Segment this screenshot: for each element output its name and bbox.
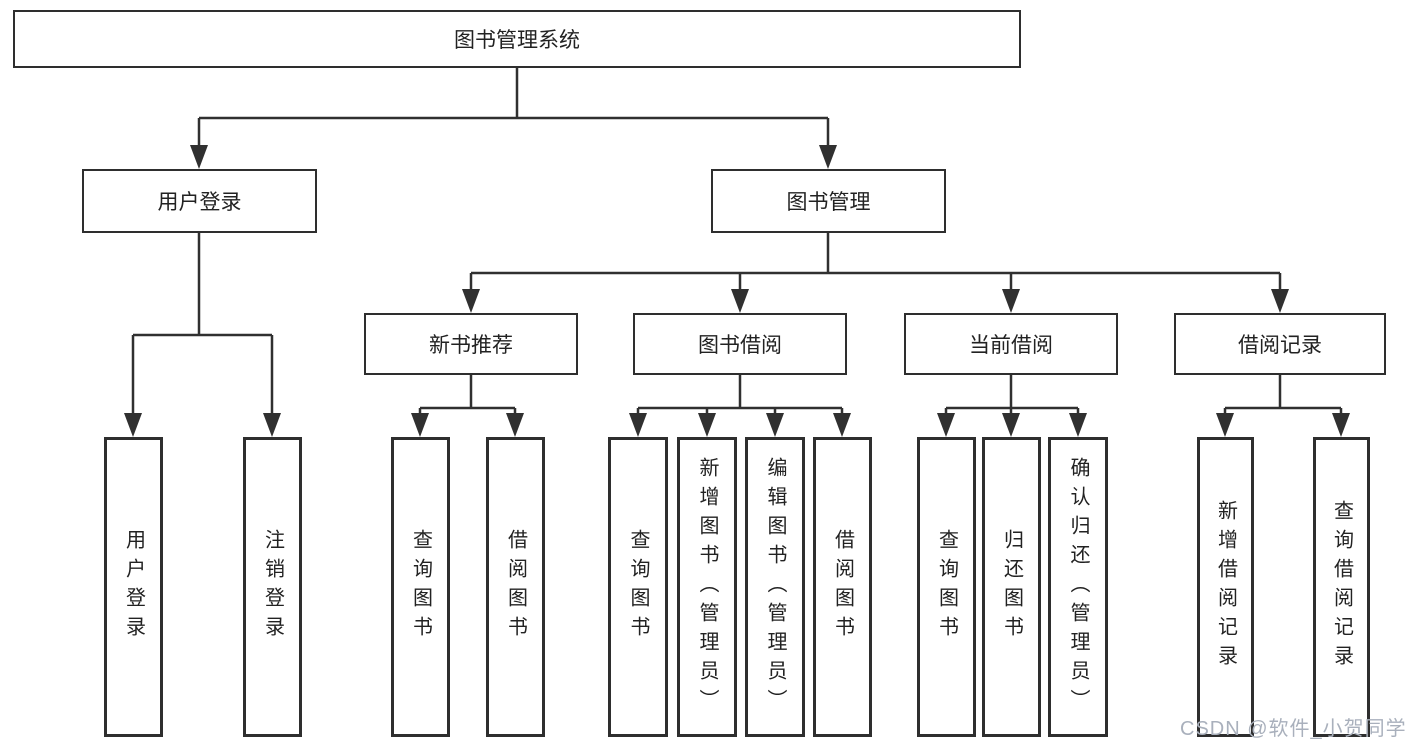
leaf-confirm-return-admin: 确认归还（管理员） <box>1048 437 1108 737</box>
node-root-label: 图书管理系统 <box>454 29 580 52</box>
leaf-edit-books-admin-label: 编辑图书（管理员） <box>764 456 786 718</box>
arrow-down-icon <box>411 413 429 437</box>
arrow-down-icon <box>731 289 749 313</box>
arrow-down-icon <box>1002 289 1020 313</box>
arrow-down-icon <box>819 145 837 169</box>
arrow-down-icon <box>124 413 142 437</box>
arrow-down-icon <box>1332 413 1350 437</box>
arrow-down-icon <box>833 413 851 437</box>
arrow-down-icon <box>462 289 480 313</box>
leaf-query-borrow-record: 查询借阅记录 <box>1313 437 1370 737</box>
node-book-borrowing: 图书借阅 <box>633 313 847 375</box>
node-new-book-recommend-label: 新书推荐 <box>429 334 513 357</box>
node-book-management: 图书管理 <box>711 169 946 233</box>
leaf-return-books-label: 归还图书 <box>1000 529 1023 645</box>
node-book-management-label: 图书管理 <box>786 191 871 214</box>
leaf-add-books-admin-label: 新增图书（管理员） <box>696 456 718 718</box>
arrow-down-icon <box>1216 413 1234 437</box>
node-book-borrowing-label: 图书借阅 <box>698 334 782 357</box>
leaf-query-books-recommend-label: 查询图书 <box>409 529 432 645</box>
leaf-borrow-books-recommend: 借阅图书 <box>486 437 545 737</box>
leaf-confirm-return-admin-label: 确认归还（管理员） <box>1067 456 1089 718</box>
arrow-down-icon <box>937 413 955 437</box>
node-user-login-label: 用户登录 <box>157 191 242 214</box>
leaf-add-borrow-record: 新增借阅记录 <box>1197 437 1254 737</box>
arrow-down-icon <box>629 413 647 437</box>
leaf-query-books-current-label: 查询图书 <box>935 529 958 645</box>
leaf-borrow-books-recommend-label: 借阅图书 <box>504 529 527 645</box>
leaf-borrow-books-borrowing: 借阅图书 <box>813 437 872 737</box>
arrow-down-icon <box>1271 289 1289 313</box>
leaf-query-books-borrowing: 查询图书 <box>608 437 668 737</box>
leaf-logout: 注销登录 <box>243 437 302 737</box>
arrow-down-icon <box>698 413 716 437</box>
arrow-down-icon <box>263 413 281 437</box>
node-borrow-records: 借阅记录 <box>1174 313 1386 375</box>
arrow-down-icon <box>1069 413 1087 437</box>
leaf-query-borrow-record-label: 查询借阅记录 <box>1330 500 1353 674</box>
leaf-user-login-label: 用户登录 <box>122 529 145 645</box>
leaf-return-books: 归还图书 <box>982 437 1041 737</box>
node-new-book-recommend: 新书推荐 <box>364 313 578 375</box>
leaf-logout-label: 注销登录 <box>261 529 284 645</box>
node-user-login: 用户登录 <box>82 169 317 233</box>
leaf-user-login: 用户登录 <box>104 437 163 737</box>
leaf-query-books-recommend: 查询图书 <box>391 437 450 737</box>
node-borrow-records-label: 借阅记录 <box>1238 334 1322 357</box>
leaf-add-books-admin: 新增图书（管理员） <box>677 437 737 737</box>
arrow-down-icon <box>190 145 208 169</box>
node-current-borrowing: 当前借阅 <box>904 313 1118 375</box>
watermark: CSDN @软件_小贺同学 <box>1180 718 1405 740</box>
leaf-query-books-current: 查询图书 <box>917 437 976 737</box>
leaf-edit-books-admin: 编辑图书（管理员） <box>745 437 805 737</box>
node-current-borrowing-label: 当前借阅 <box>969 334 1053 357</box>
arrow-down-icon <box>506 413 524 437</box>
leaf-add-borrow-record-label: 新增借阅记录 <box>1214 500 1237 674</box>
leaf-borrow-books-borrowing-label: 借阅图书 <box>831 529 854 645</box>
arrow-down-icon <box>766 413 784 437</box>
arrow-down-icon <box>1002 413 1020 437</box>
leaf-query-books-borrowing-label: 查询图书 <box>627 529 649 645</box>
node-root: 图书管理系统 <box>13 10 1021 68</box>
